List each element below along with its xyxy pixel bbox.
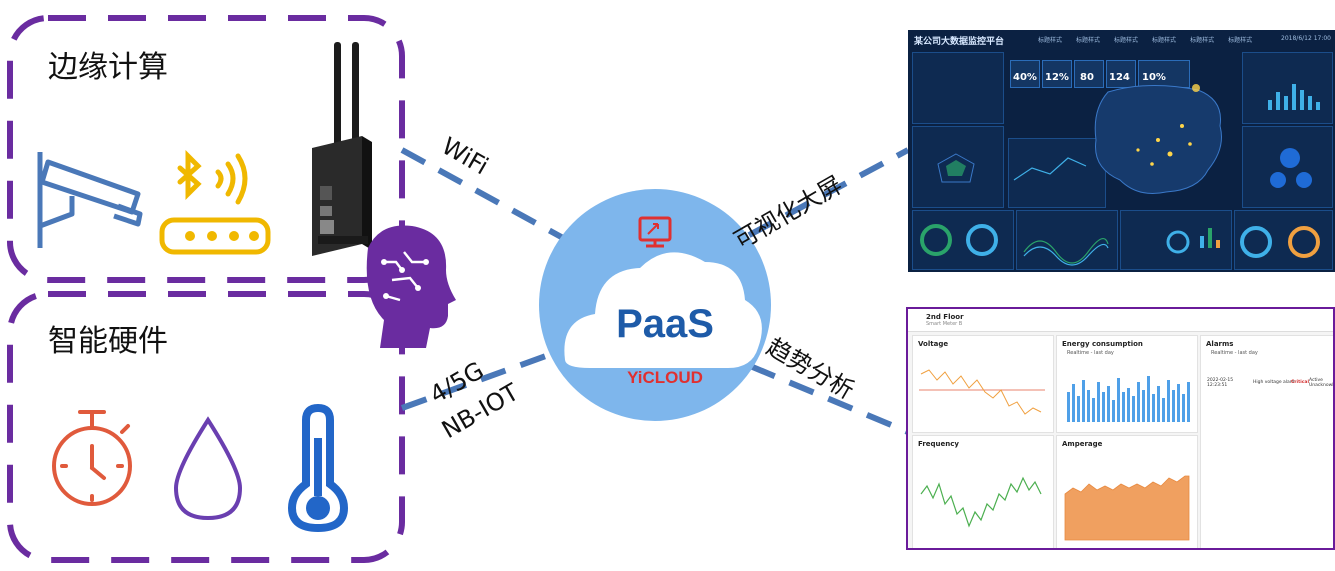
water-drop-icon — [173, 416, 243, 521]
dashboard-panel — [912, 52, 1004, 124]
energy-subtitle: Realtime - last day — [1067, 350, 1114, 356]
edge-computing-title: 边缘计算 — [48, 50, 168, 85]
alarm-type: High voltage alarm — [1253, 380, 1296, 385]
dashboard-graphics — [920, 84, 1320, 266]
dashboard-nav-item: 标题样式 — [1114, 37, 1139, 44]
kpi-value: 10% — [1142, 72, 1166, 83]
floor-title: 2nd Floor — [926, 313, 964, 321]
amperage-chart — [1064, 475, 1190, 541]
dashboard-nav-item: 标题样式 — [1076, 37, 1101, 44]
dashboard-panel — [1016, 210, 1118, 270]
frequency-chart — [920, 476, 1042, 528]
cellular-connector — [400, 337, 592, 411]
kpi-value: 40% — [1013, 72, 1037, 83]
alarm-status: Active Unacknowledged — [1309, 378, 1334, 388]
big-screen-dashboard: 某公司大数据监控平台 标题样式 标题样式 标题样式 标题样式 标题样式 标题样式… — [908, 30, 1335, 272]
bluetooth-router-icon — [159, 149, 271, 255]
energy-chart — [1067, 376, 1190, 422]
kpi-box — [1010, 60, 1040, 88]
edge-computing-frame — [7, 15, 405, 283]
alarm-severity: Critical — [1291, 380, 1310, 385]
smart-hardware-title: 智能硬件 — [48, 324, 168, 359]
dashboard-panel — [1120, 210, 1232, 270]
frequency-card: Frequency — [912, 435, 1054, 548]
alarms-title: Alarms — [1206, 340, 1234, 348]
dashboard-nav-item: 标题样式 — [1038, 37, 1063, 44]
kpi-value: 80 — [1080, 72, 1094, 83]
trend-connector — [710, 347, 910, 435]
voltage-chart — [919, 369, 1045, 415]
voltage-title: Voltage — [918, 340, 949, 348]
alarm-time: 2022-02-15 12:23:51 — [1207, 378, 1234, 388]
alarms-subtitle: Realtime - last day — [1211, 350, 1258, 356]
smart-hardware-frame — [7, 291, 405, 563]
iot-gateway-icon — [312, 42, 372, 256]
voltage-card: Voltage — [912, 335, 1054, 433]
dashboard-nav: 标题样式 标题样式 标题样式 标题样式 标题样式 标题样式 — [1038, 35, 1252, 44]
dashboard-nav-item: 标题样式 — [1152, 37, 1177, 44]
monitor-icon — [638, 216, 672, 248]
frequency-title: Frequency — [918, 440, 959, 448]
brain-icon — [366, 225, 456, 348]
kpi-value: 124 — [1109, 72, 1130, 83]
kpi-box — [1074, 60, 1104, 88]
amperage-card: Amperage — [1056, 435, 1198, 548]
dashboard-date: 2018/6/12 17:00 — [1281, 35, 1331, 42]
dashboard-nav-item: 标题样式 — [1190, 37, 1215, 44]
kpi-box — [1042, 60, 1072, 88]
analytics-header — [908, 309, 1333, 332]
alarms-card: Alarms Realtime - last day 2022-02-15 12… — [1200, 335, 1334, 548]
energy-title: Energy consumption — [1062, 340, 1143, 348]
cloud-icon — [564, 252, 762, 368]
floor-subtitle: Smart Meter B — [926, 321, 963, 327]
yicloud-brand: YiCLOUD — [627, 368, 703, 387]
thermometer-icon — [287, 403, 349, 533]
camera-icon — [37, 152, 143, 248]
kpi-box — [1106, 60, 1136, 88]
visualization-connector — [710, 147, 910, 258]
stopwatch-icon — [52, 410, 132, 506]
kpi-value: 12% — [1045, 72, 1069, 83]
energy-card: Energy consumption Realtime - last day — [1056, 335, 1198, 433]
dashboard-panel — [1242, 52, 1333, 124]
dashboard-nav-item: 标题样式 — [1228, 37, 1253, 44]
kpi-box — [1138, 60, 1190, 88]
dashboard-title: 某公司大数据监控平台 — [914, 37, 1005, 47]
amperage-title: Amperage — [1062, 440, 1103, 448]
analytics-dashboard: 2nd Floor Smart Meter B Voltage Energy c… — [906, 307, 1335, 550]
paas-title: PaaS — [616, 302, 714, 346]
